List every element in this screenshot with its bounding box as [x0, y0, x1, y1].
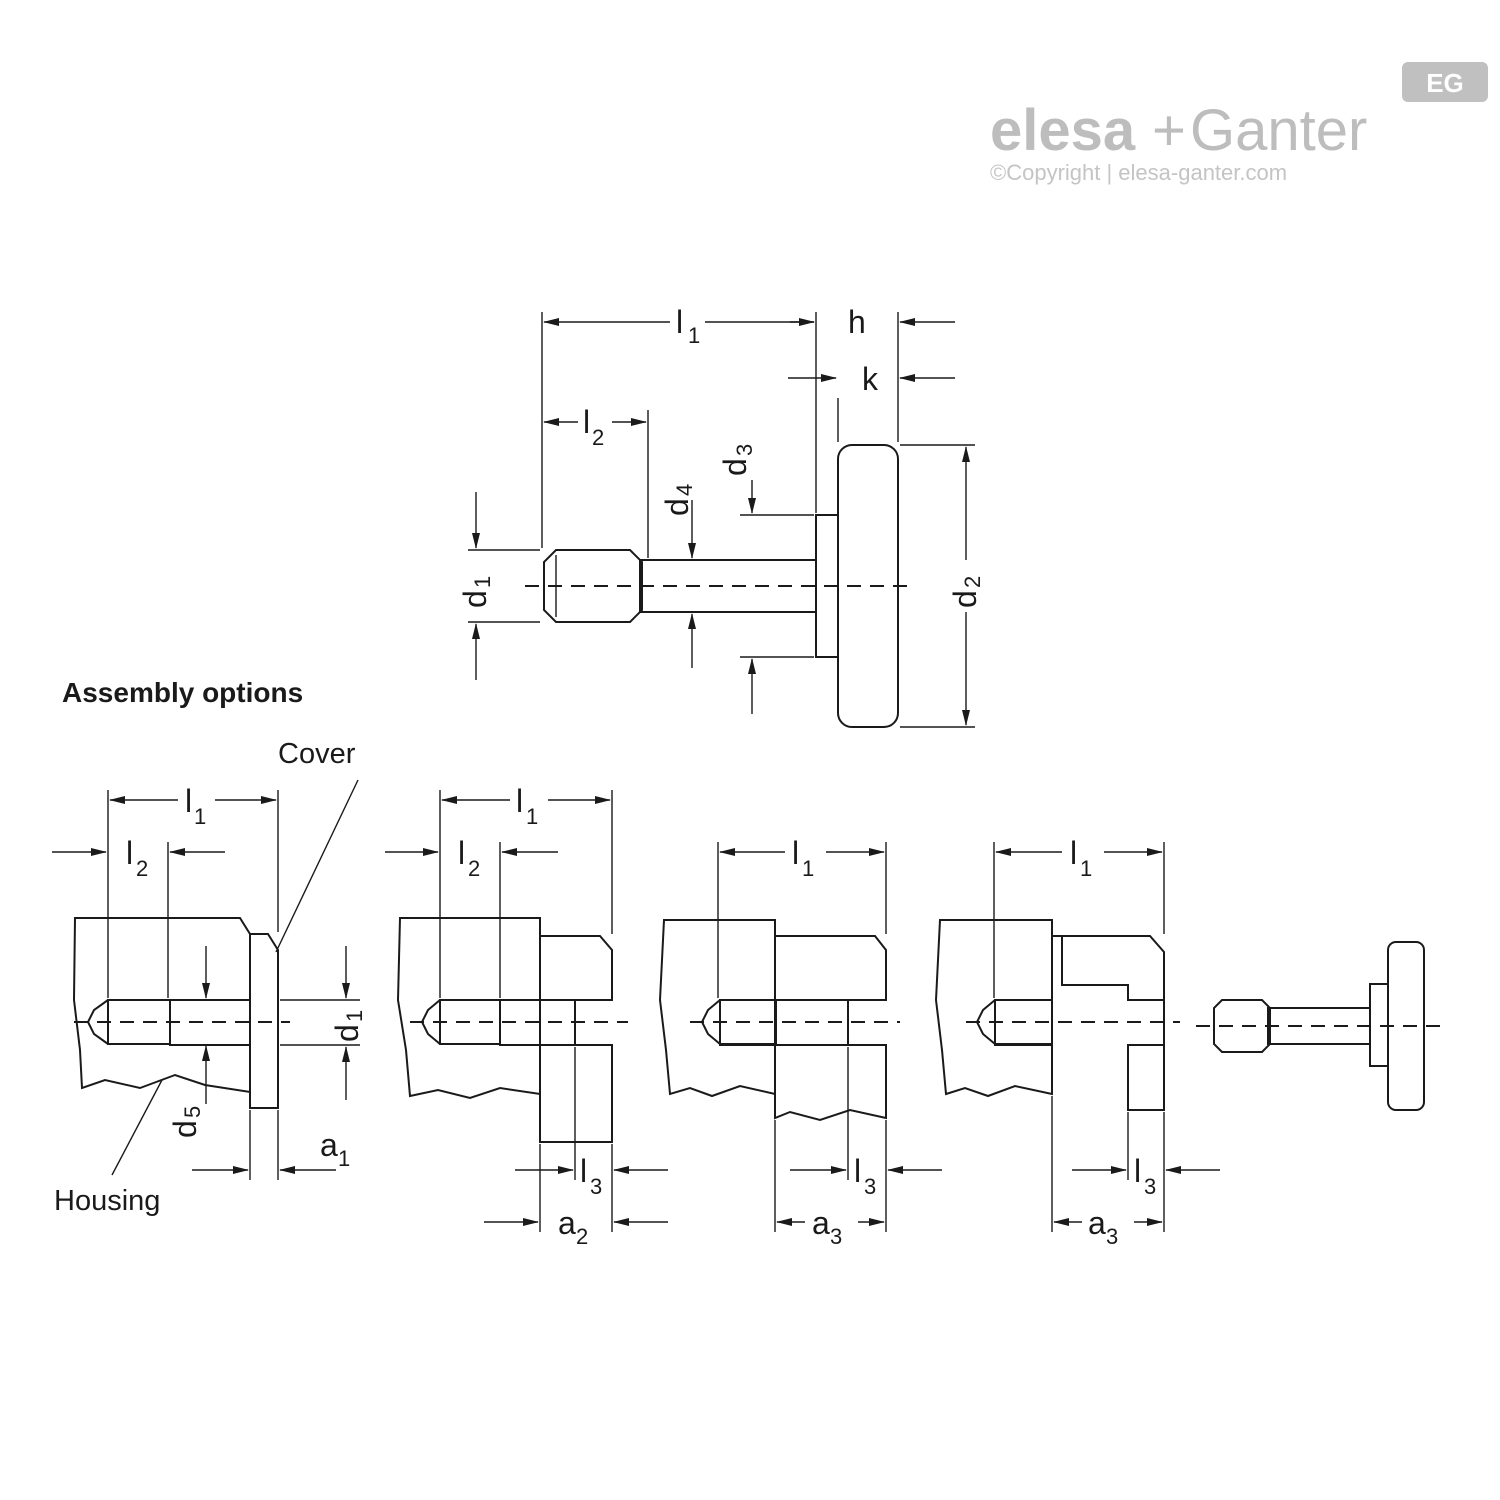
- dim-l2-opt2-sub: 2: [468, 856, 480, 881]
- dim-l1-opt3-sub: 1: [802, 856, 814, 881]
- dim-d4-sub: 4: [672, 484, 697, 496]
- small-part-view: [1196, 941, 1448, 1111]
- dim-l3-opt2: l: [580, 1153, 587, 1189]
- dim-d1-main-sub: 1: [470, 576, 495, 588]
- dim-l3-opt2-sub: 3: [590, 1174, 602, 1199]
- dim-d5: d: [167, 1120, 203, 1138]
- dim-l1-opt1: l: [185, 783, 192, 819]
- dim-l1-main-sub: 1: [688, 323, 700, 348]
- dim-a1-sub: 1: [338, 1146, 350, 1171]
- dim-d1-opt1-sub: 1: [342, 1010, 367, 1022]
- dim-l1-main: l: [676, 304, 683, 340]
- dim-a3-opt3: a: [812, 1205, 830, 1241]
- dim-l1-opt4: l: [1070, 835, 1077, 871]
- dim-l2-main-sub: 2: [592, 425, 604, 450]
- dim-d3-sub: 3: [732, 444, 757, 456]
- assembly-option-2: l 1 l 2 l 3 a 2: [385, 783, 668, 1249]
- main-part-view: l 1 h k l 2 d 1 d 4 d 3 d 2: [457, 304, 985, 728]
- dim-l1-opt3: l: [792, 835, 799, 871]
- dim-d5-sub: 5: [180, 1106, 205, 1118]
- dim-a3-opt4-sub: 3: [1106, 1224, 1118, 1249]
- assembly-option-4: l 1 l 3 a 3: [934, 835, 1220, 1249]
- dim-l3-opt4-sub: 3: [1144, 1174, 1156, 1199]
- cover-label: Cover: [278, 738, 356, 770]
- dim-l3-opt3-sub: 3: [864, 1174, 876, 1199]
- dim-d1-main: d: [457, 590, 493, 608]
- dim-l3-opt4: l: [1134, 1153, 1141, 1189]
- dim-l1-opt2-sub: 1: [526, 804, 538, 829]
- dim-a2-sub: 2: [576, 1224, 588, 1249]
- dim-l2-opt1-sub: 2: [136, 856, 148, 881]
- brand-name-ganter: Ganter: [1190, 98, 1367, 163]
- threaded-tip: [543, 549, 643, 623]
- dim-k: k: [862, 361, 879, 397]
- assembly-options-heading: Assembly options: [62, 677, 303, 708]
- dim-l2-main: l: [583, 404, 590, 440]
- brand-plus: +: [1152, 98, 1186, 163]
- assembly-option-3: l 1 l 3 a 3: [658, 835, 942, 1249]
- assembly-option-1: l 1 l 2 d 5 d 1 a 1 Cover Housing: [52, 738, 367, 1217]
- dim-a2: a: [558, 1205, 576, 1241]
- dim-l1-opt2: l: [516, 783, 523, 819]
- dim-l1-opt1-sub: 1: [194, 804, 206, 829]
- dim-d2-sub: 2: [960, 576, 985, 588]
- dim-a3-opt3-sub: 3: [830, 1224, 842, 1249]
- dim-l1-opt4-sub: 1: [1080, 856, 1092, 881]
- dim-a3-opt4: a: [1088, 1205, 1106, 1241]
- dim-h: h: [848, 304, 866, 340]
- housing-label: Housing: [54, 1185, 160, 1217]
- brand-name-elesa: elesa: [990, 98, 1136, 163]
- dim-d2: d: [947, 590, 983, 608]
- brand-logo: EG elesa + Ganter ©Copyright | elesa-gan…: [990, 62, 1488, 185]
- dim-l2-opt2: l: [458, 835, 465, 871]
- dim-a1: a: [320, 1127, 338, 1163]
- dim-d3: d: [717, 458, 753, 476]
- eg-badge-text: EG: [1426, 68, 1464, 98]
- dim-d4: d: [659, 498, 695, 516]
- dim-l3-opt3: l: [854, 1153, 861, 1189]
- copyright-text: ©Copyright | elesa-ganter.com: [990, 160, 1287, 185]
- eg-badge: [1402, 62, 1488, 102]
- dim-l2-opt1: l: [126, 835, 133, 871]
- dim-d1-opt1: d: [329, 1024, 365, 1042]
